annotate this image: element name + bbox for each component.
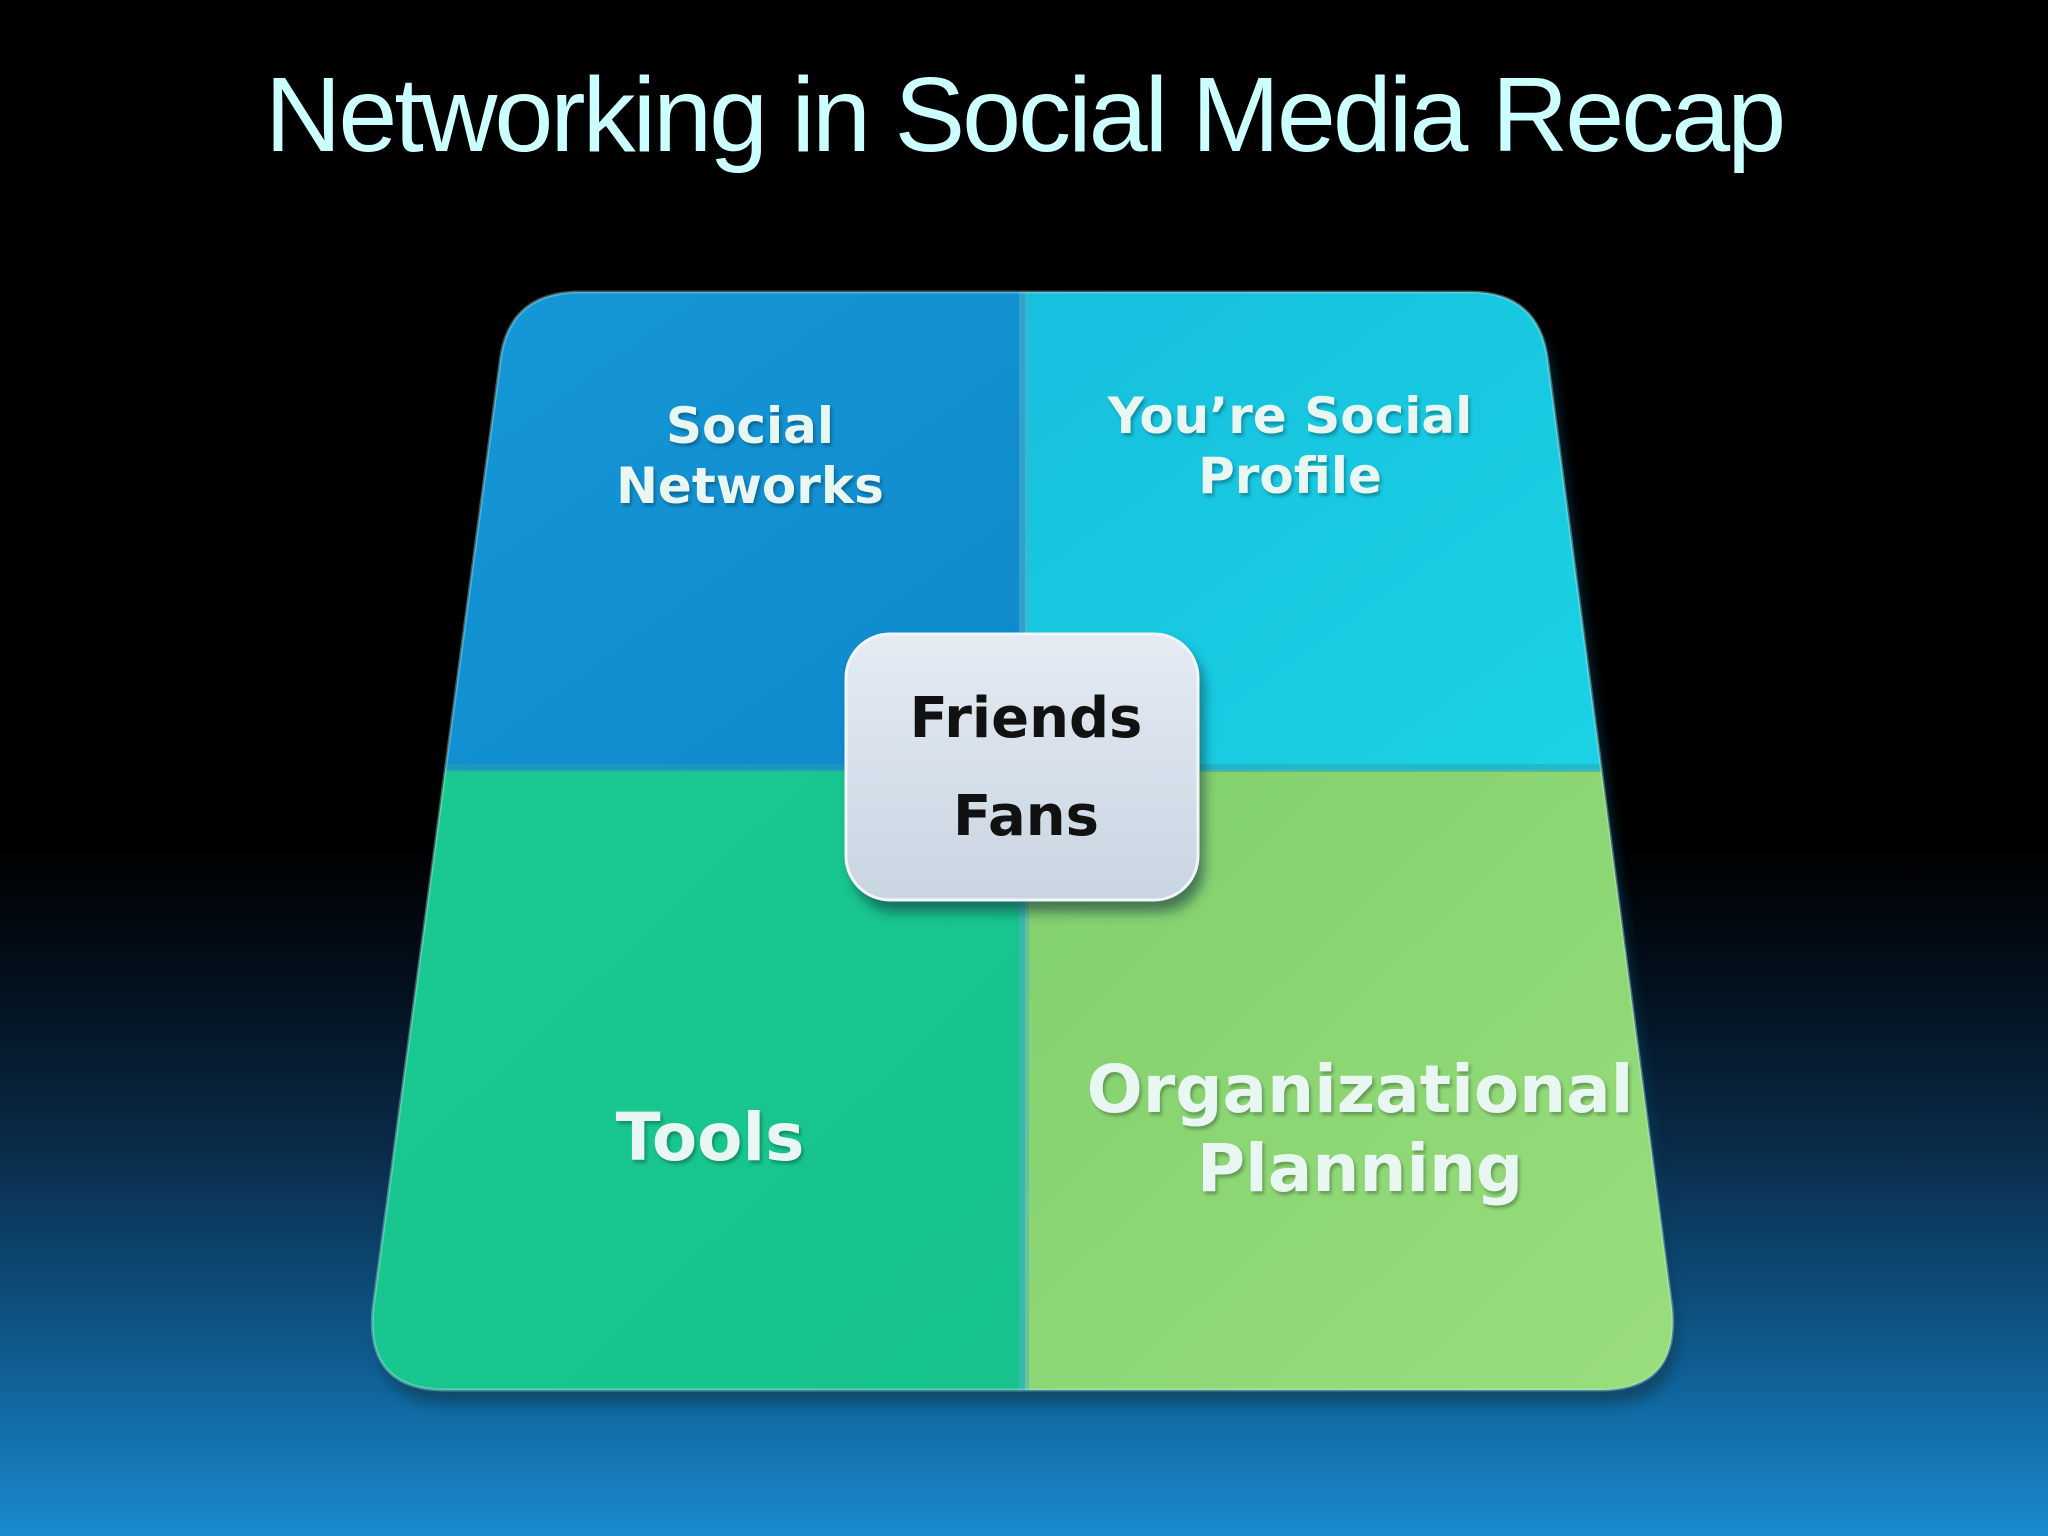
social-profile-label: You’re Social Profile — [1060, 386, 1520, 506]
center-label: Friends Fans — [846, 670, 1206, 866]
label-line: Networks — [616, 457, 884, 515]
organizational-planning-label: Organizational Planning — [1040, 1050, 1680, 1208]
social-networks-label: Social Networks — [560, 396, 940, 516]
label-line: Tools — [615, 1099, 805, 1176]
label-line: Planning — [1196, 1130, 1524, 1208]
label-line: Profile — [1198, 447, 1382, 505]
tools-label: Tools — [560, 1098, 860, 1177]
slide-title: Networking in Social Media Recap — [264, 56, 1786, 174]
label-line: You’re Social — [1107, 387, 1473, 445]
center-box — [844, 632, 1200, 902]
board-rim — [370, 290, 1675, 1392]
label-line: Organizational — [1086, 1051, 1634, 1128]
center-line-friends: Friends — [909, 686, 1143, 751]
label-line: Social — [665, 397, 835, 455]
center-line-fans: Fans — [953, 784, 1099, 849]
